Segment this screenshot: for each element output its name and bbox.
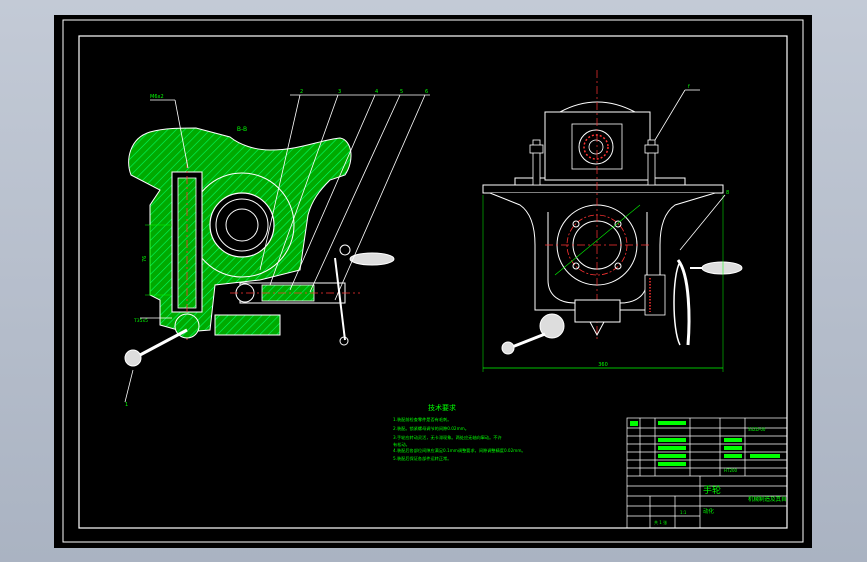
- bottom-boss: [574, 299, 621, 323]
- notes-line-6: 5.装配后保证各部件运转正常。: [393, 455, 451, 462]
- notes-line-1: 1.装配前检查零件是否有毛刺。: [393, 416, 451, 423]
- callout-3: 3: [338, 89, 341, 95]
- stud-left: [532, 139, 541, 186]
- side-hub: [644, 274, 666, 316]
- title-drawing-no: SSZD-00: [748, 427, 766, 432]
- notes-title: 技术要求: [428, 403, 456, 412]
- callout-5: 5: [400, 89, 403, 95]
- nut-right: [644, 144, 659, 154]
- notes-line-5: 4.装配后各部位间隙应满足0.1mm调整要求，间隙调整精度0.02mm。: [393, 447, 526, 454]
- title-sheet: 共 1 张: [654, 519, 667, 525]
- dia-leader: [554, 204, 641, 276]
- height-dim-label: 76: [142, 256, 148, 262]
- bearing-balls: [583, 134, 609, 160]
- bore-inner: [215, 198, 269, 252]
- section-title: B-B: [237, 126, 247, 133]
- nut-left: [529, 144, 544, 154]
- leader-6: [334, 94, 426, 301]
- leader-left-tag-2: [174, 99, 189, 169]
- handwheel-grip: [701, 261, 743, 275]
- crank-handle: [349, 252, 395, 266]
- handwheel-rim: [676, 259, 691, 346]
- leader-3: [269, 94, 339, 286]
- crank-hub-bottom: [339, 336, 349, 346]
- notes-line-4: 有松动。: [393, 441, 410, 448]
- bearing-inner: [588, 139, 604, 155]
- stud-right: [647, 139, 656, 186]
- left-tag: M6x2: [150, 94, 164, 100]
- callout-1: 1: [125, 402, 128, 408]
- front-lever: [511, 332, 546, 349]
- flange-hole-2: [614, 220, 622, 228]
- bolt-tag: T35x5: [133, 318, 148, 324]
- lever-knob: [124, 349, 142, 367]
- callout-8: 8: [726, 190, 729, 196]
- section-view: [124, 94, 430, 403]
- leader-f: [654, 89, 686, 141]
- callout-6: 6: [425, 89, 428, 95]
- base-block: [214, 314, 281, 336]
- title-material: HT200: [724, 468, 738, 473]
- title-scale: 1:1: [680, 510, 687, 515]
- front-lever-knob: [501, 341, 515, 355]
- callout-4: 4: [375, 89, 378, 95]
- width-dim-label: 360: [598, 362, 608, 368]
- title-block: [626, 417, 788, 529]
- title-unit-2: 动化: [703, 507, 715, 515]
- top-plate: [482, 184, 724, 194]
- bottom-screw: [589, 321, 605, 337]
- inner-border: [78, 35, 788, 529]
- leader-2: [259, 94, 301, 271]
- leader-4: [289, 94, 376, 291]
- callout-2: 2: [300, 89, 303, 95]
- flange-hole-1: [572, 220, 580, 228]
- notes-line-3: 3.手轮应转动灵活，无卡滞现象。两处应无轴向窜动。不许: [393, 434, 502, 441]
- technical-requirements: 技术要求 1.装配前检查零件是否有毛刺。 2.装配。锁紧螺母调节的间隙0.02m…: [393, 403, 526, 462]
- crank-arm: [334, 257, 346, 341]
- title-part-name: 手轮: [703, 484, 721, 496]
- leader-8: [679, 194, 726, 251]
- leader-5: [309, 94, 401, 293]
- handwheel-rim-inner: [673, 261, 681, 346]
- front-view: [482, 70, 743, 372]
- bearing-outer: [578, 129, 614, 165]
- flange-hole-4: [614, 262, 622, 270]
- outer-border: [62, 19, 804, 543]
- notes-line-2: 2.装配。锁紧螺母调节的间隙0.02mm。: [393, 425, 469, 432]
- crank-hub-top: [339, 244, 351, 256]
- lock-lever: [139, 328, 188, 357]
- title-unit: 机械制造及其自: [748, 495, 787, 503]
- upper-housing: [544, 111, 651, 181]
- flange-hole-3: [572, 262, 580, 270]
- leader-1: [124, 369, 134, 403]
- title-block-fills: [630, 421, 780, 466]
- shaft: [225, 208, 259, 242]
- callout-f: f: [688, 84, 690, 90]
- front-lever-knob-large: [539, 313, 565, 339]
